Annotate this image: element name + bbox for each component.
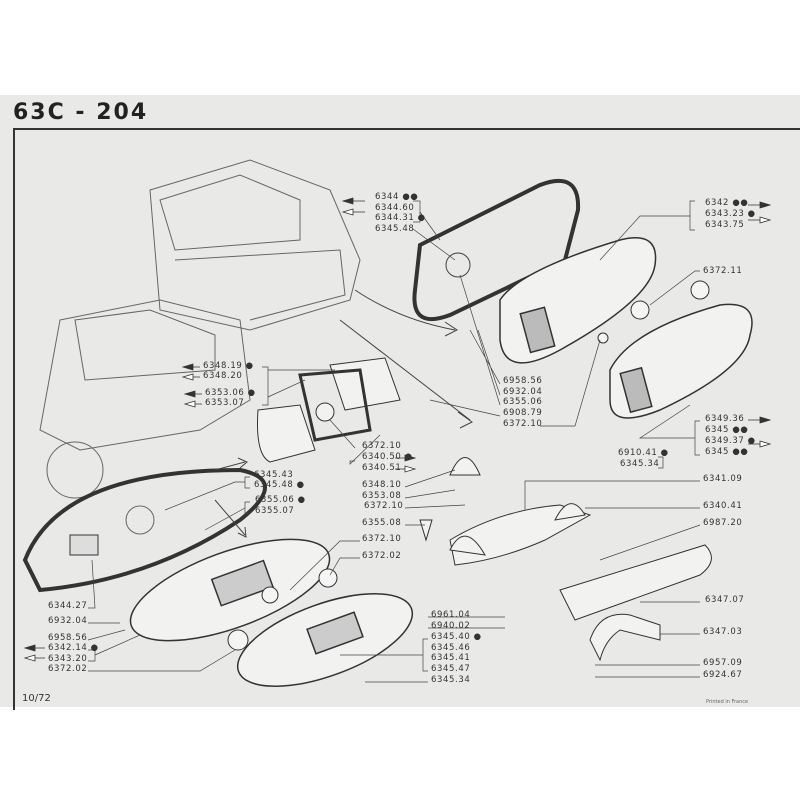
rear-lamp-lens-upper: [499, 237, 657, 364]
part-number: 6355.08: [362, 518, 402, 528]
bulb: [690, 280, 710, 300]
part-number: 6345.46: [431, 643, 471, 653]
side-lamp-lens-right: [236, 593, 414, 687]
reverse-lamp-assembly: [257, 357, 401, 463]
part-number: 6343.75: [705, 220, 745, 230]
leader-lines: [87, 200, 701, 683]
gasket-ring: [22, 467, 267, 593]
bulb: [261, 586, 279, 604]
bulb: [630, 300, 650, 320]
part-number: 6347.03: [703, 627, 743, 637]
plate-lamp-cover: [559, 544, 712, 621]
part-number: 6372.10: [362, 534, 402, 544]
part-number: 6372.10: [364, 501, 404, 511]
part-number: 6340.41: [703, 501, 743, 511]
part-number: 6940.02: [431, 621, 471, 631]
part-number: 6957.09: [703, 658, 743, 668]
bulb: [318, 568, 338, 588]
part-number: 6341.09: [703, 474, 743, 484]
side-lamp-lens-left: [129, 538, 331, 642]
part-number: 6348.19 ●: [203, 361, 254, 371]
part-number: 6345.34: [431, 675, 471, 685]
part-number: 6344 ●●: [375, 192, 419, 202]
part-number: 6353.06 ●: [205, 388, 256, 398]
part-number: 6924.67: [703, 670, 743, 680]
part-number: 6345 ●●: [705, 447, 749, 457]
part-number: 6349.37 ●: [705, 436, 756, 446]
part-number: 6355.07: [255, 506, 295, 516]
part-number: 6372.02: [48, 664, 88, 674]
assembly-arrows: [214, 289, 473, 538]
part-number: 6343.23 ●: [705, 209, 756, 219]
part-number: 6355.06: [503, 397, 543, 407]
part-number: 6340.50 ●: [362, 452, 413, 462]
part-number: 6345.41: [431, 653, 471, 663]
part-number: 6353.07: [205, 398, 245, 408]
bracket: [589, 613, 661, 662]
part-number: 6910.41 ●: [618, 448, 669, 458]
part-number: 6908.79: [503, 408, 543, 418]
part-number: 6372.11: [703, 266, 743, 276]
bulb: [597, 332, 609, 344]
car-rear-lower-illustration: [39, 299, 251, 535]
part-number: 6372.10: [362, 441, 402, 451]
part-number: 6345 ●●: [705, 425, 749, 435]
part-number: 6349.36: [705, 414, 745, 424]
page-frame: [13, 128, 800, 710]
part-number: 6345.48 ●: [254, 480, 305, 490]
printed-note: Printed in France: [706, 699, 749, 705]
part-number: 6372.02: [362, 551, 402, 561]
bulb: [227, 629, 249, 651]
part-number: 6345.48: [375, 224, 415, 234]
part-number: 6372.10: [503, 419, 543, 429]
part-number: 6958.56: [503, 376, 543, 386]
page-title: 63C - 204: [13, 100, 149, 125]
part-number: 6344.27: [48, 601, 88, 611]
part-number: 6932.04: [503, 387, 543, 397]
part-number: 6345.40 ●: [431, 632, 482, 642]
part-number: 6344.60: [375, 203, 415, 213]
part-number: 6987.20: [703, 518, 743, 528]
part-number: 6348.10: [362, 480, 402, 490]
part-number: 6348.20: [203, 371, 243, 381]
rear-lamp-lens-lower: [609, 303, 753, 419]
connector: [69, 534, 99, 556]
part-number: 6958.56: [48, 633, 88, 643]
car-rear-upper-illustration: [149, 159, 361, 331]
part-number: 6961.04: [431, 610, 471, 620]
part-number: 6932.04: [48, 616, 88, 626]
grommet: [445, 252, 471, 278]
part-number: 6347.07: [705, 595, 745, 605]
part-number: 6345.43: [254, 470, 294, 480]
part-number: 6342 ●●: [705, 198, 749, 208]
page-date: 10/72: [22, 693, 51, 704]
part-number: 6355.06 ●: [255, 495, 306, 505]
part-number: 6342.14 ●: [48, 643, 99, 653]
side-indicator-arrows: [23, 197, 772, 662]
part-number: 6343.20: [48, 654, 88, 664]
plate-lamp-assembly: [419, 457, 592, 566]
part-number: 6353.08: [362, 491, 402, 501]
part-number: 6345.47: [431, 664, 471, 674]
part-number: 6344.31 ●: [375, 213, 426, 223]
part-number: 6345.34: [620, 459, 660, 469]
part-number: 6340.51: [362, 463, 402, 473]
